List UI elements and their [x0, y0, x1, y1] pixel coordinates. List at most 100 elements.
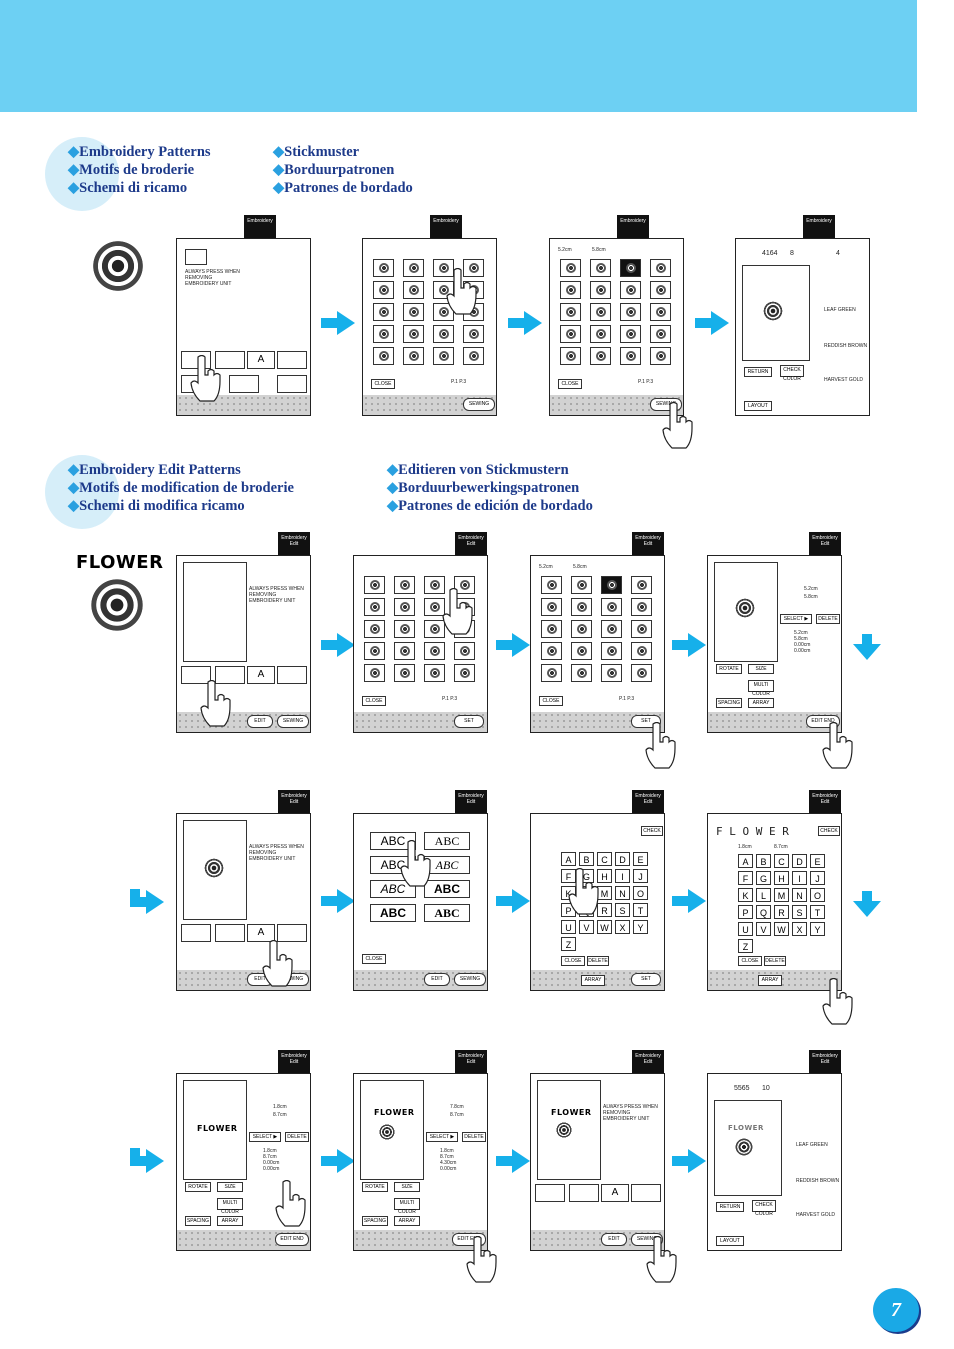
pattern-cell[interactable]: [541, 642, 562, 660]
close-button[interactable]: CLOSE: [371, 379, 395, 389]
pattern-cell[interactable]: [571, 576, 592, 594]
pattern-cell[interactable]: [560, 325, 581, 343]
pattern-cell[interactable]: [364, 664, 385, 682]
select-button[interactable]: SELECT ▶: [249, 1132, 281, 1142]
key-s[interactable]: S: [792, 905, 807, 919]
close-button[interactable]: CLOSE: [539, 696, 563, 706]
pattern-cell[interactable]: [631, 664, 652, 682]
key-j[interactable]: J: [633, 869, 648, 883]
multi-color-button[interactable]: MULTI COLOR: [394, 1198, 420, 1215]
edit-button[interactable]: EDIT: [601, 1233, 627, 1246]
pattern-cell[interactable]: [364, 620, 385, 638]
pattern-cell[interactable]: [424, 642, 445, 660]
pattern-cell[interactable]: [590, 347, 611, 365]
key-h[interactable]: H: [597, 869, 612, 883]
shape-button[interactable]: [277, 666, 307, 684]
layout-button[interactable]: LAYOUT: [744, 401, 772, 411]
sewing-button[interactable]: SEWING: [454, 973, 486, 986]
pattern-cell[interactable]: [590, 325, 611, 343]
set-button[interactable]: SET: [454, 715, 484, 728]
pattern-cell[interactable]: [631, 598, 652, 616]
edit-end-button[interactable]: EDIT END: [275, 1233, 309, 1246]
shape-button[interactable]: [631, 1184, 661, 1202]
array-button[interactable]: ARRAY: [581, 975, 605, 986]
pattern-cell[interactable]: [650, 347, 671, 365]
close-button[interactable]: CLOSE: [558, 379, 582, 389]
font-button[interactable]: ABC: [424, 856, 470, 874]
key-z[interactable]: Z: [561, 937, 576, 951]
delete-button[interactable]: DELETE: [285, 1132, 309, 1142]
pattern-cell[interactable]: [394, 642, 415, 660]
frame-pattern-button[interactable]: [215, 666, 245, 684]
pattern-cell[interactable]: [620, 325, 641, 343]
sewing-button[interactable]: SEWING: [277, 715, 309, 728]
pattern-cell[interactable]: [454, 642, 475, 660]
edit-button[interactable]: EDIT: [424, 973, 450, 986]
key-w[interactable]: W: [597, 920, 612, 934]
pattern-cell[interactable]: [433, 325, 454, 343]
key-b[interactable]: B: [579, 852, 594, 866]
select-button[interactable]: SELECT ▶: [426, 1132, 458, 1142]
select-button[interactable]: SELECT ▶: [780, 614, 812, 624]
key-b[interactable]: B: [756, 854, 771, 868]
pattern-cell[interactable]: [373, 281, 394, 299]
shape-button[interactable]: [277, 924, 307, 942]
pattern-cell[interactable]: [424, 664, 445, 682]
key-o[interactable]: O: [810, 888, 825, 902]
font-button[interactable]: ABC: [424, 832, 470, 850]
array-button[interactable]: ARRAY: [394, 1216, 420, 1226]
pattern-cell[interactable]: [601, 642, 622, 660]
key-d[interactable]: D: [792, 854, 807, 868]
multi-color-button[interactable]: MULTI COLOR: [217, 1198, 243, 1215]
delete-button[interactable]: DELETE: [587, 956, 609, 966]
key-e[interactable]: E: [633, 852, 648, 866]
key-i[interactable]: I: [615, 869, 630, 883]
key-k[interactable]: K: [738, 888, 753, 902]
pattern-cell[interactable]: [650, 325, 671, 343]
letter-button[interactable]: A: [247, 924, 275, 942]
key-l[interactable]: L: [756, 888, 771, 902]
pattern-cell[interactable]: [620, 281, 641, 299]
pattern-cell[interactable]: [373, 303, 394, 321]
key-r[interactable]: R: [597, 903, 612, 917]
pattern-cell[interactable]: [560, 281, 581, 299]
delete-button[interactable]: DELETE: [816, 614, 840, 624]
key-y[interactable]: Y: [810, 922, 825, 936]
key-d[interactable]: D: [615, 852, 630, 866]
pocket-button[interactable]: [229, 375, 259, 393]
array-button[interactable]: ARRAY: [748, 698, 774, 708]
key-t[interactable]: T: [810, 905, 825, 919]
pattern-cell[interactable]: [590, 281, 611, 299]
return-button[interactable]: RETURN: [716, 1202, 744, 1212]
check-button[interactable]: CHECK: [818, 826, 840, 836]
close-button[interactable]: CLOSE: [362, 696, 386, 706]
key-x[interactable]: X: [792, 922, 807, 936]
key-f[interactable]: F: [738, 871, 753, 885]
pattern-cell[interactable]: [650, 281, 671, 299]
key-u[interactable]: U: [561, 920, 576, 934]
key-c[interactable]: C: [774, 854, 789, 868]
key-c[interactable]: C: [597, 852, 612, 866]
pattern-cell[interactable]: [454, 664, 475, 682]
pattern-cell[interactable]: [571, 620, 592, 638]
pattern-cell[interactable]: [601, 598, 622, 616]
pattern-cell[interactable]: [571, 642, 592, 660]
pattern-cell[interactable]: [650, 303, 671, 321]
key-n[interactable]: N: [615, 886, 630, 900]
key-i[interactable]: I: [792, 871, 807, 885]
size-button[interactable]: SIZE: [394, 1182, 420, 1192]
check-button[interactable]: CHECK: [641, 826, 663, 836]
pattern-cell[interactable]: [463, 325, 484, 343]
key-x[interactable]: X: [615, 920, 630, 934]
multi-color-button[interactable]: MULTI COLOR: [748, 680, 774, 697]
frame-pattern-button[interactable]: [215, 351, 245, 369]
pattern-cell[interactable]: [364, 576, 385, 594]
pattern-cell[interactable]: [394, 664, 415, 682]
key-y[interactable]: Y: [633, 920, 648, 934]
array-button[interactable]: ARRAY: [217, 1216, 243, 1226]
key-s[interactable]: S: [615, 903, 630, 917]
frame-pattern-button[interactable]: [215, 924, 245, 942]
pattern-cell[interactable]: [433, 347, 454, 365]
pattern-cell[interactable]: [631, 642, 652, 660]
embroidery-pattern-button[interactable]: [535, 1184, 565, 1202]
